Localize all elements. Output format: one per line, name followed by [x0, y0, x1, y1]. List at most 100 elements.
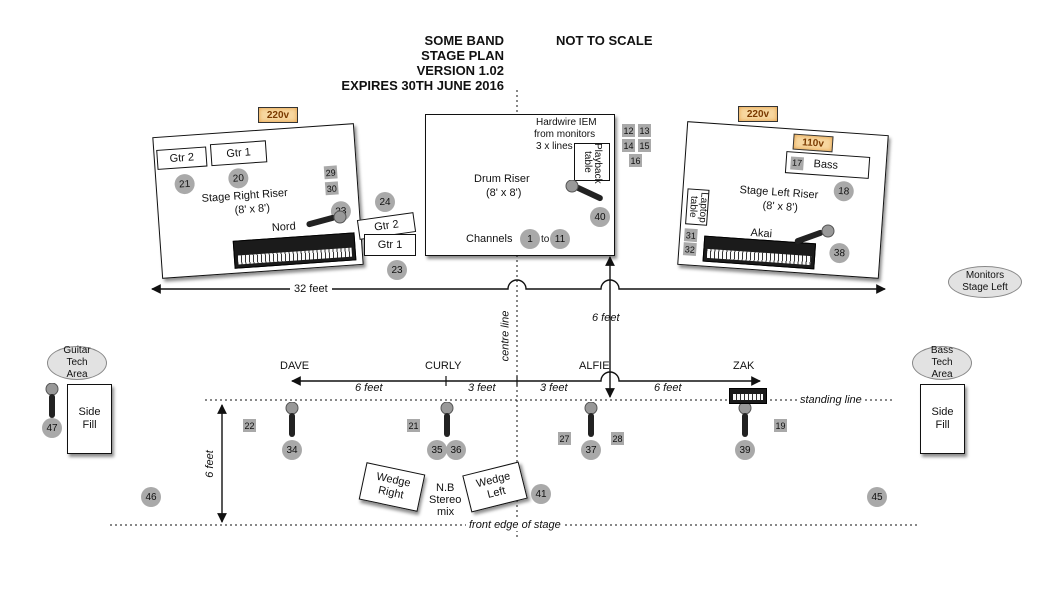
monitors-area: Monitors Stage Left — [948, 266, 1022, 298]
ch-40: 40 — [590, 207, 610, 227]
power-220v-right: 220v — [258, 107, 298, 123]
power-220v-left: 220v — [738, 106, 778, 122]
zak-keyboard — [729, 388, 767, 404]
ch-46: 46 — [141, 487, 161, 507]
mic-icon — [738, 402, 752, 437]
power-110v-bass: 110v — [792, 133, 834, 153]
performer-zak: ZAK — [733, 360, 755, 372]
drum-riser-label: Drum Riser — [474, 173, 530, 185]
iem-line-3: 3 x lines — [536, 141, 573, 152]
curly-centre-3-feet: 3 feet — [468, 382, 496, 394]
bass-tech-label: Bass Tech Area — [930, 345, 954, 380]
wedge-right-label: Wedge Right — [375, 470, 412, 502]
width-arrow — [151, 279, 886, 294]
stage-right-riser-size: (8' x 8') — [234, 202, 271, 217]
ch-47: 47 — [42, 418, 62, 438]
version: VERSION 1.02 — [416, 63, 504, 78]
ch-24: 24 — [375, 192, 395, 212]
drum-riser-size: (8' x 8') — [486, 187, 522, 199]
front-edge-label: front edge of stage — [466, 519, 564, 531]
ch-18: 18 — [833, 180, 855, 202]
alfie-zak-6-feet: 6 feet — [654, 382, 682, 394]
standing-line-label: standing line — [797, 394, 865, 406]
ch-41: 41 — [531, 484, 551, 504]
ch-28: 28 — [611, 432, 624, 445]
depth-6-feet: 6 feet — [203, 450, 216, 478]
mic-icon — [565, 180, 603, 202]
side-fill-right: Side Fill — [920, 384, 965, 454]
bass-amp: 17 Bass — [784, 151, 871, 179]
spacing-arrow — [291, 371, 761, 386]
ch-39: 39 — [735, 440, 755, 460]
mic-icon — [45, 383, 59, 418]
centre-alfie-3-feet: 3 feet — [540, 382, 568, 394]
expiry: EXPIRES 30TH JUNE 2016 — [341, 78, 504, 93]
ch-37: 37 — [581, 440, 601, 460]
ch-1: 1 — [520, 229, 540, 249]
scale-note: NOT TO SCALE — [556, 33, 653, 48]
playback-table-label: Playback table — [582, 143, 603, 184]
mic-icon — [584, 402, 598, 437]
ch-31: 31 — [683, 228, 698, 243]
stereo-note-2: Stereo — [429, 494, 462, 506]
performer-curly: CURLY — [425, 360, 462, 372]
centre-line-label: centre line — [499, 310, 512, 362]
stage-right-riser: Gtr 2 Gtr 1 21 20 Stage Right Riser (8' … — [152, 123, 364, 279]
ch-27: 27 — [558, 432, 571, 445]
bass-label: Bass — [813, 158, 839, 172]
bass-tech-area: Bass Tech Area — [912, 345, 972, 380]
ch-17: 17 — [790, 155, 805, 170]
nord-keyboard — [232, 232, 357, 269]
drum-depth-6-feet: 6 feet — [592, 312, 620, 324]
ch-15: 15 — [638, 139, 651, 152]
mic-icon — [306, 210, 347, 228]
guitar-tech-area: Guitar Tech Area — [47, 345, 107, 380]
keyboard-nord-label: Nord — [271, 220, 297, 235]
ch-23: 23 — [387, 260, 407, 280]
mic-icon — [794, 224, 835, 245]
ch-12: 12 — [622, 124, 635, 137]
side-fill-left-label: Side Fill — [78, 406, 101, 431]
plan-title: STAGE PLAN — [421, 48, 504, 63]
dave-curly-6-feet: 6 feet — [355, 382, 383, 394]
iem-line-2: from monitors — [534, 129, 596, 140]
mic-icon — [440, 402, 454, 437]
ch-45: 45 — [867, 487, 887, 507]
ch-20: 20 — [227, 167, 250, 189]
stage-left-riser: 110v 17 Bass 18 Stage Left Riser (8' x 8… — [677, 121, 889, 279]
mic-icon — [285, 402, 299, 437]
stage-left-riser-size: (8' x 8') — [762, 199, 799, 215]
ch-11: 11 — [550, 229, 570, 249]
ch-16: 16 — [629, 154, 642, 167]
ch-30: 30 — [324, 181, 339, 196]
guitar-tech-label: Guitar Tech Area — [63, 345, 91, 380]
ch-21: 21 — [173, 173, 196, 195]
channels-label: Channels — [466, 233, 513, 245]
laptop-table-label: Laptop table — [686, 191, 710, 224]
ch-34: 34 — [282, 440, 302, 460]
stereo-note-3: mix — [437, 506, 455, 518]
performer-dave: DAVE — [280, 360, 310, 372]
wedge-left-label: Wedge Left — [475, 470, 512, 501]
performer-alfie: ALFIE — [579, 360, 610, 372]
stage-right-riser-label: Stage Right Riser — [201, 186, 289, 205]
ch-13: 13 — [638, 124, 651, 137]
ch-35: 35 — [427, 440, 447, 460]
band-name: SOME BAND — [424, 33, 504, 48]
ch-22: 22 — [243, 419, 256, 432]
gtr1-amp-floor: Gtr 1 — [364, 234, 416, 256]
stereo-note-1: N.B — [436, 482, 455, 494]
ch-29: 29 — [323, 165, 338, 180]
iem-line-1: Hardwire IEM — [536, 117, 597, 128]
monitors-label: Monitors Stage Left — [962, 270, 1008, 293]
side-fill-left: Side Fill — [67, 384, 112, 454]
ch-32: 32 — [682, 242, 697, 257]
laptop-table: Laptop table — [685, 188, 710, 226]
playback-table: Playback table — [574, 143, 610, 184]
width-32-feet: 32 feet — [290, 283, 332, 295]
gtr2-amp-right: Gtr 2 — [156, 146, 208, 170]
ch-14: 14 — [622, 139, 635, 152]
ch-36: 36 — [446, 440, 466, 460]
ch-21-floor: 21 — [407, 419, 420, 432]
